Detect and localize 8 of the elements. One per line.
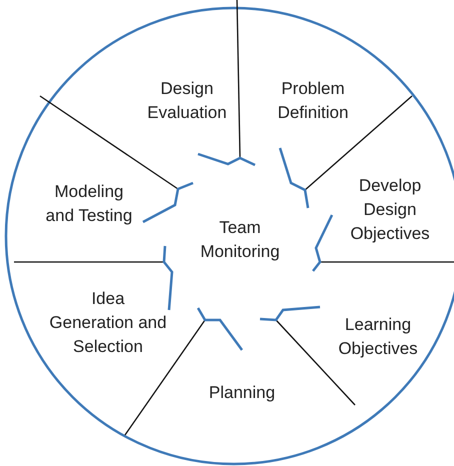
stage-label: Learning Objectives [323, 313, 433, 361]
stage-label: Design Evaluation [132, 77, 242, 125]
stage-label: Planning [192, 381, 292, 405]
stage-label: Develop Design Objectives [335, 174, 445, 246]
stage-label: Problem Definition [263, 77, 363, 125]
stage-label: Idea Generation and Selection [48, 287, 168, 359]
stage-label: Modeling and Testing [39, 180, 139, 228]
center-label: Team Monitoring [180, 216, 300, 264]
